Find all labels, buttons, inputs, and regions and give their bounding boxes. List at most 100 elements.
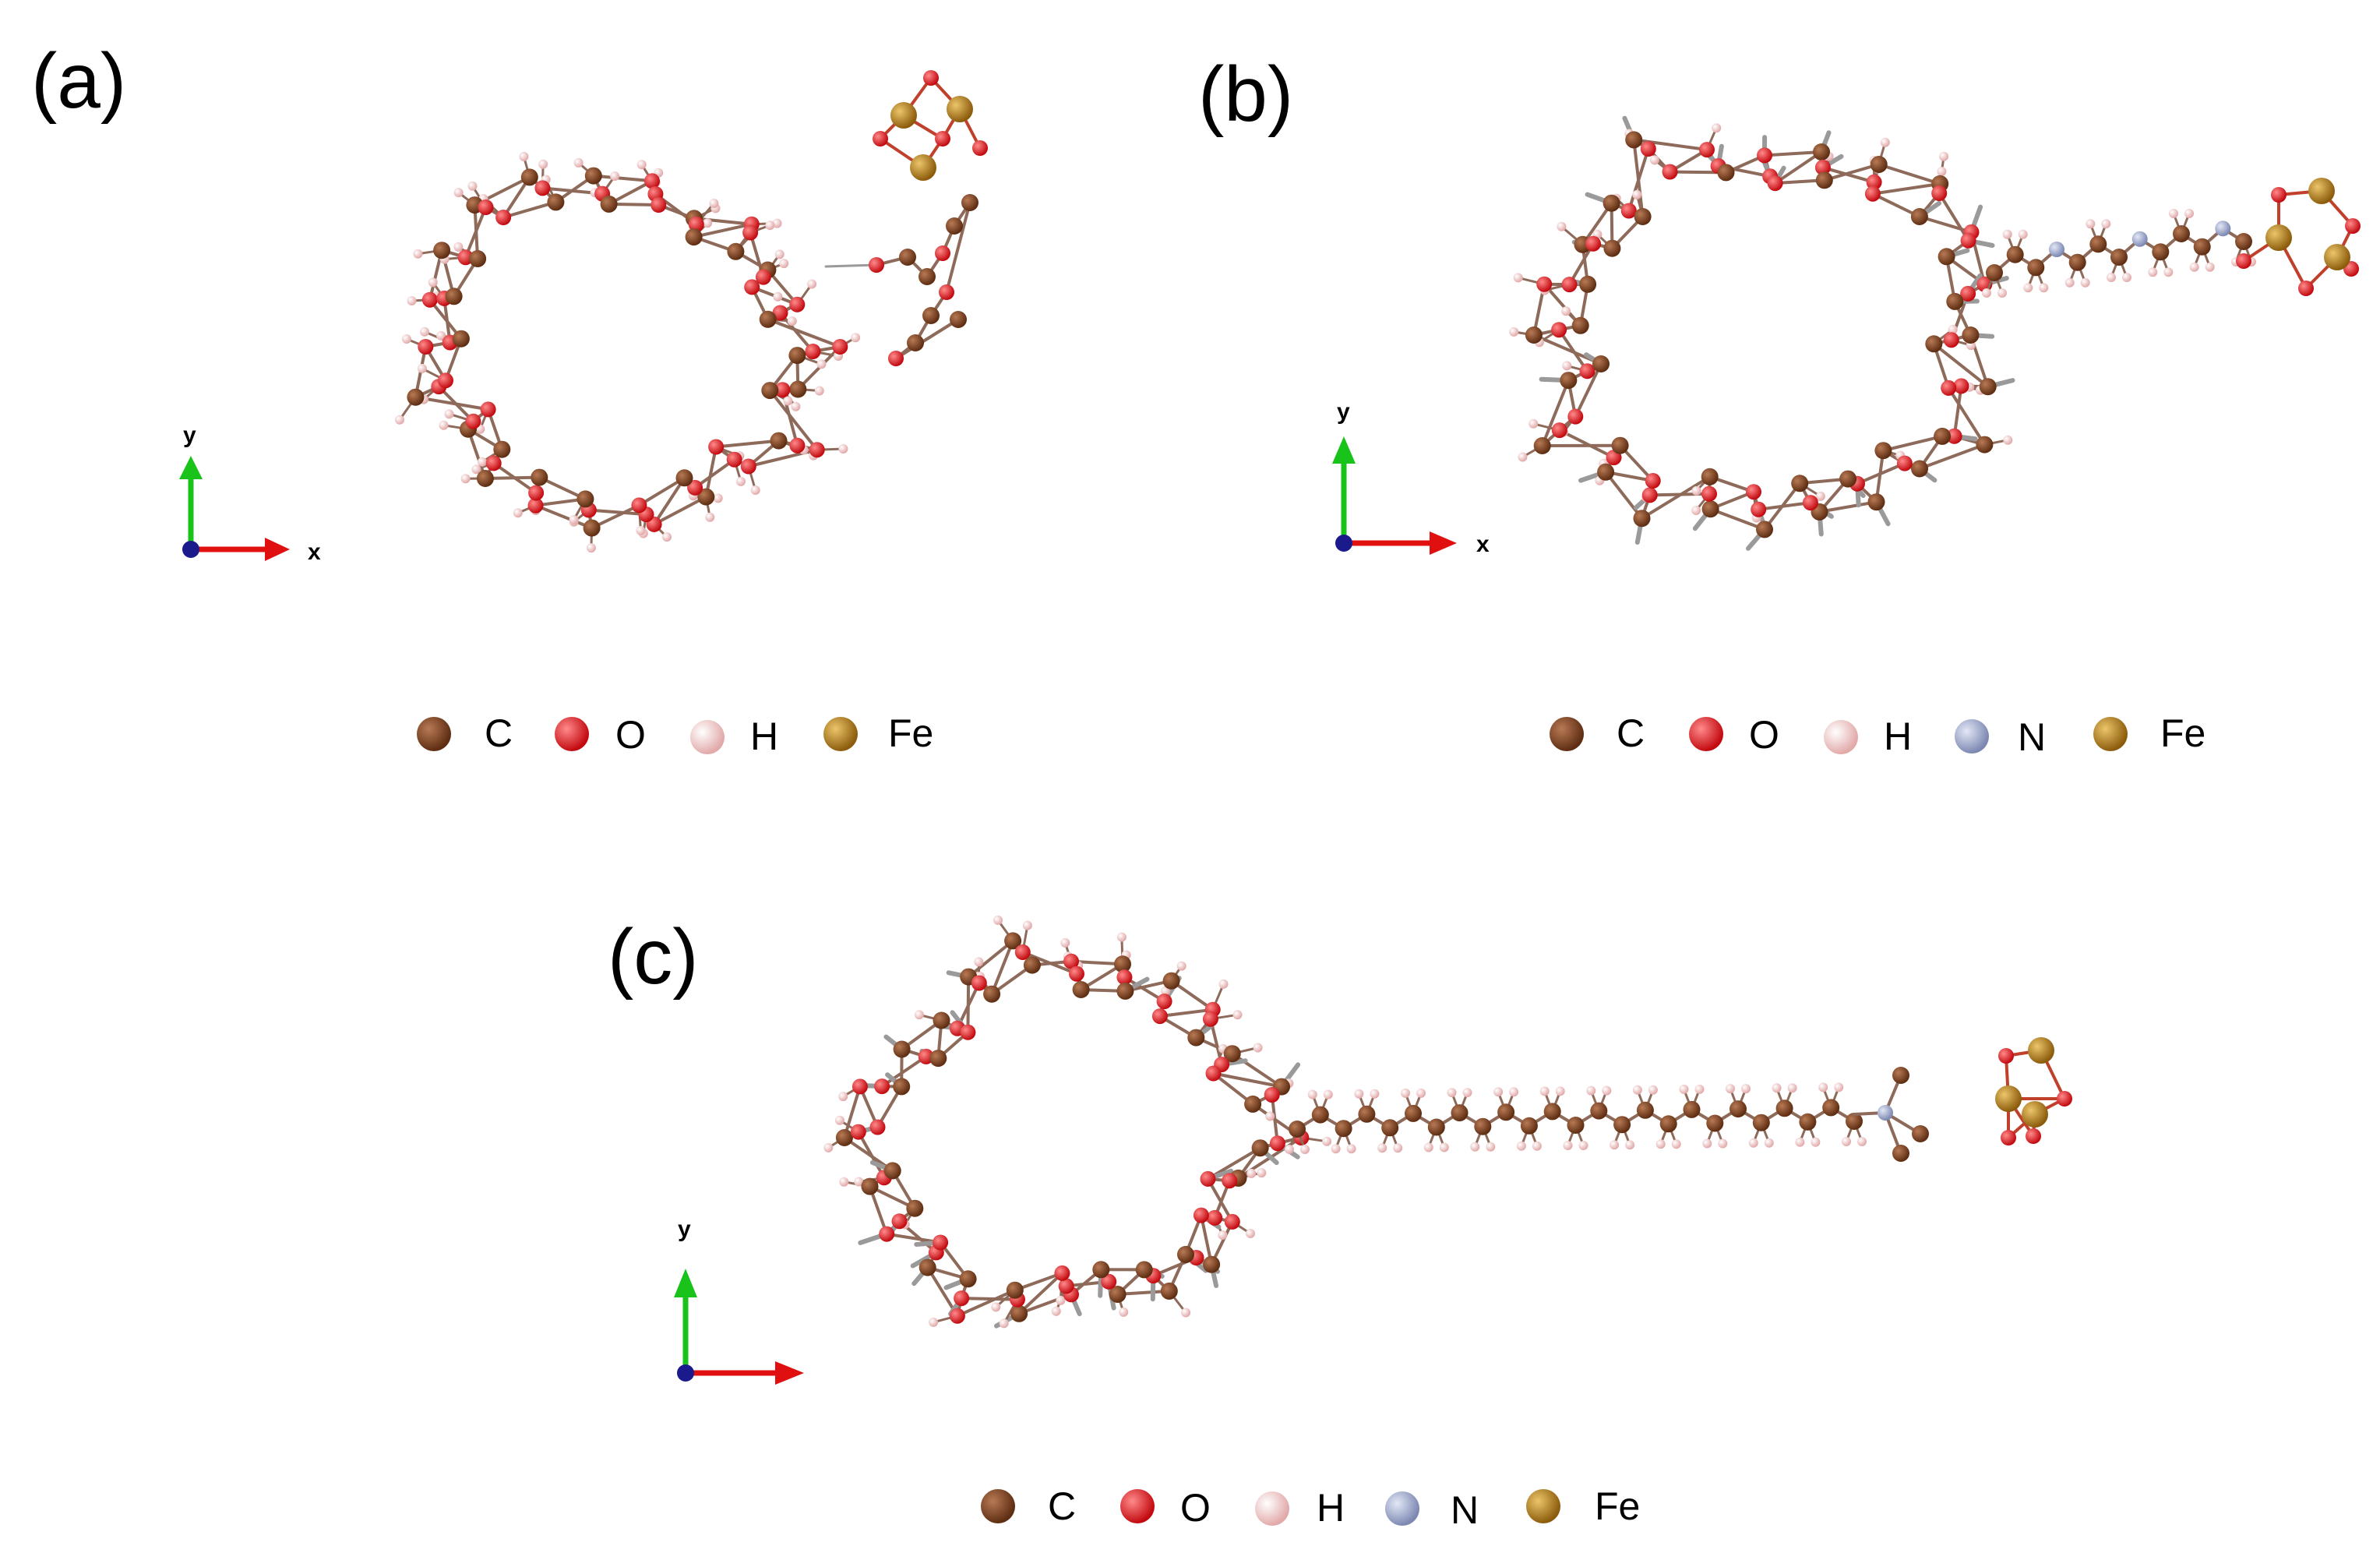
atom-c	[1474, 1117, 1492, 1135]
atom-n	[2131, 231, 2148, 247]
atom-c	[1756, 521, 1773, 538]
atom-o	[1536, 276, 1553, 292]
legend-swatch-fe	[2093, 717, 2128, 751]
atom-h	[420, 326, 429, 337]
cluster-atoms	[1995, 1037, 2072, 1145]
atom-o	[1953, 378, 1969, 394]
atom-h	[750, 485, 760, 495]
atom-c	[983, 985, 1001, 1003]
bond	[1540, 379, 1571, 447]
atom-c	[1986, 264, 2003, 281]
bond	[1952, 384, 1963, 438]
panel-b: (b) y x C O H N Fe	[1198, 51, 2361, 759]
atom-c	[1092, 1261, 1110, 1279]
atom-h	[816, 359, 827, 369]
bond	[1158, 1008, 1215, 1018]
atom-o	[1960, 285, 1976, 302]
z-axis-dot	[1335, 535, 1352, 552]
atom-h	[1702, 1138, 1712, 1149]
cluster-bonds	[2242, 189, 2354, 290]
atom-c	[946, 217, 963, 235]
atom-h	[1748, 1138, 1758, 1148]
atom-c	[788, 347, 806, 365]
atom-h	[1423, 1142, 1433, 1152]
panel-c: (c) y C O H N Fe	[608, 913, 2072, 1532]
atom-o	[1662, 164, 1678, 180]
atom-c	[1289, 1121, 1306, 1138]
atom-h	[773, 291, 783, 302]
atom-o	[1866, 174, 1882, 190]
cluster-atoms	[873, 70, 988, 181]
atom-fe	[1995, 1085, 2022, 1112]
atom-h	[1509, 1087, 1519, 1097]
atom-c	[1358, 1105, 1376, 1123]
atom-h	[1834, 1082, 1844, 1092]
atom-h	[1246, 1229, 1255, 1238]
y-axis-letter: y	[678, 1216, 691, 1242]
atom-h	[519, 151, 529, 161]
atom-h	[1060, 937, 1070, 948]
atom-c	[1533, 437, 1551, 454]
bond	[1017, 1271, 1064, 1315]
atom-o	[527, 497, 544, 514]
atom-c	[1870, 156, 1888, 173]
panel-a: (a) y x C O H Fe	[31, 37, 988, 758]
atom-c	[520, 168, 538, 186]
legend-swatch-n	[1955, 719, 1989, 754]
bond	[778, 311, 815, 353]
atom-h	[1346, 1144, 1356, 1154]
atom-o	[2057, 1091, 2072, 1107]
atom-c	[1567, 1117, 1585, 1134]
bond	[1871, 192, 1921, 218]
bond	[880, 1054, 928, 1089]
atom-h	[1119, 1307, 1129, 1317]
atom-h	[1557, 221, 1567, 231]
atom-o	[2271, 187, 2287, 203]
bond	[768, 389, 819, 452]
atom-o	[774, 382, 791, 398]
atom-c	[1911, 460, 1928, 478]
atom-c	[1937, 248, 1955, 266]
bond	[945, 201, 971, 294]
atom-c	[1979, 378, 1997, 396]
atom-h	[1416, 1088, 1426, 1098]
atom-c	[961, 194, 978, 211]
atom-o	[939, 284, 954, 300]
atom-o	[1205, 1065, 1222, 1082]
atom-h	[1818, 1082, 1828, 1092]
atom-c	[1822, 1099, 1840, 1117]
bond	[1763, 150, 1823, 157]
bond	[955, 1288, 1017, 1318]
atom-h	[1509, 326, 1519, 337]
atom-c	[1597, 463, 1615, 481]
atom-h	[471, 464, 481, 475]
bond	[1632, 138, 1645, 218]
atom-fe	[890, 102, 917, 129]
atom-h	[1562, 361, 1572, 371]
atom-h	[1218, 979, 1229, 989]
atom-h	[991, 1302, 1001, 1312]
atom-h	[2169, 209, 2178, 218]
ring-atoms	[395, 151, 861, 553]
atom-h	[705, 512, 715, 522]
atom-o	[1551, 422, 1567, 439]
atom-o	[1069, 965, 1084, 982]
atom-c	[1072, 981, 1090, 998]
atom-h	[929, 1317, 939, 1327]
atom-o	[1998, 1048, 2014, 1064]
atom-h	[2002, 229, 2012, 239]
atom-h	[2039, 283, 2049, 293]
atom-c	[1109, 1286, 1127, 1303]
atom-c	[959, 1270, 977, 1288]
atom-h	[1253, 1043, 1263, 1053]
legend-swatch-fe	[1526, 1489, 1560, 1523]
atom-c	[1381, 1119, 1399, 1137]
atom-o	[1014, 944, 1031, 960]
atom-c	[2173, 225, 2190, 242]
atom-c	[1560, 372, 1578, 390]
atom-h	[1232, 1010, 1243, 1020]
atom-c	[1892, 1067, 1909, 1084]
atom-h	[1462, 1088, 1472, 1098]
atom-o	[534, 180, 551, 196]
bond	[1211, 1071, 1283, 1089]
